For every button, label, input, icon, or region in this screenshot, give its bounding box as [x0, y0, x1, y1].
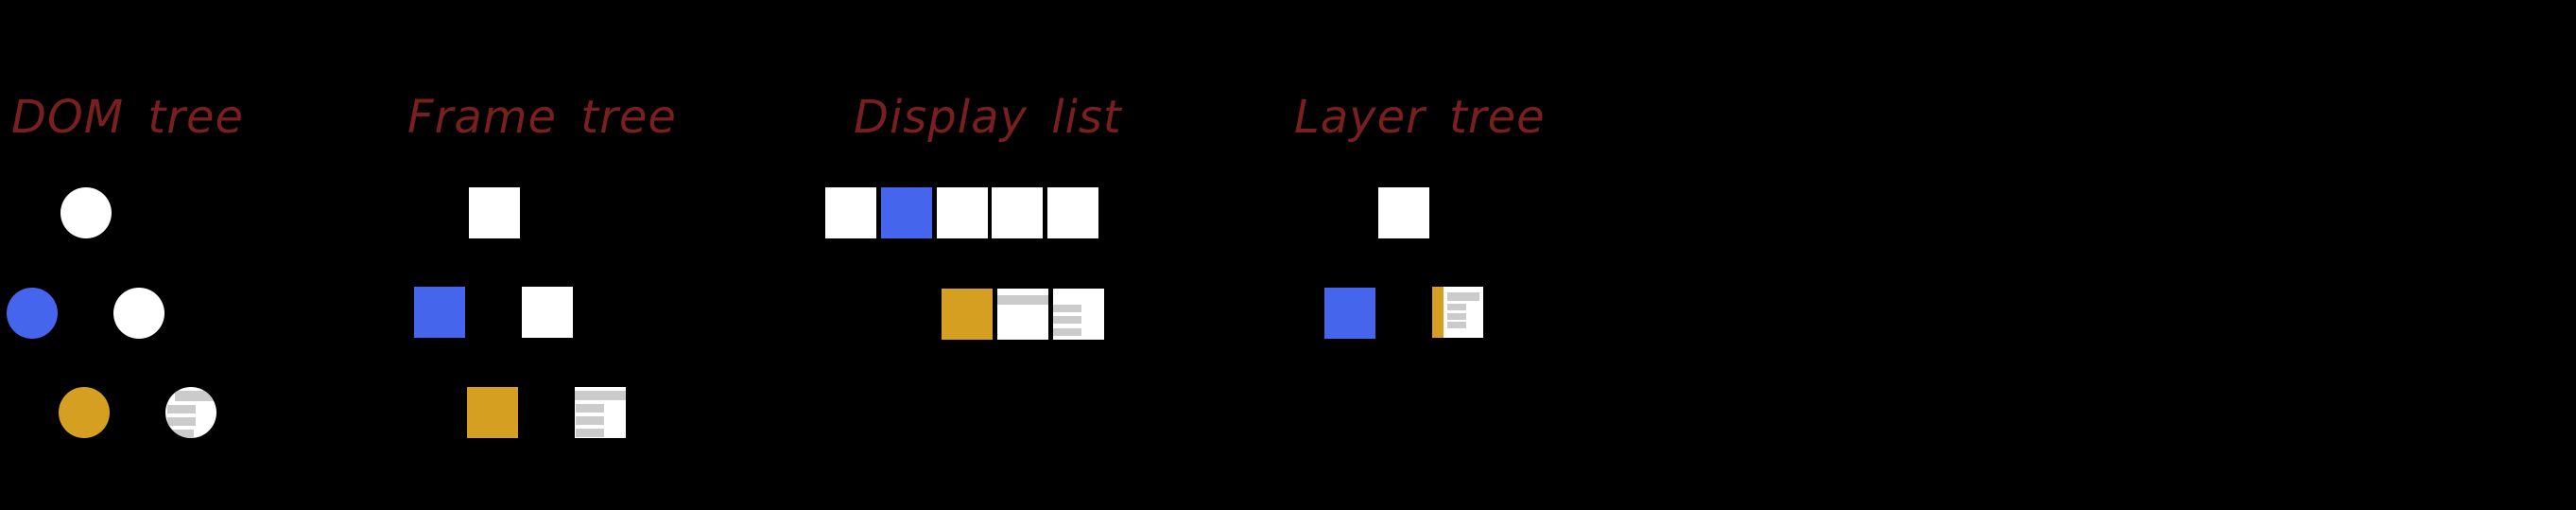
display-item-white-square: [937, 187, 988, 238]
text-line: [576, 404, 604, 413]
text-line: [1053, 305, 1081, 312]
frame-orange-node-square: [467, 387, 518, 438]
text-line: [175, 391, 216, 401]
frame-root-node-square: [469, 187, 520, 238]
display-list-label: Display list: [854, 91, 1122, 144]
text-line: [167, 430, 194, 438]
text-line: [1447, 313, 1466, 320]
frame-text-node-square: [575, 387, 626, 438]
display-item-text-heading-square: [997, 289, 1048, 340]
frame-tree-label: Frame tree: [407, 91, 677, 144]
display-item-text-lines-square: [1053, 289, 1104, 340]
text-line: [575, 391, 626, 400]
dom-white-node-circle: [113, 288, 164, 339]
frame-white-node-square: [522, 287, 573, 338]
text-line: [167, 417, 196, 426]
dom-tree-label: DOM tree: [11, 91, 245, 144]
frame-blue-node-square: [414, 287, 465, 338]
text-line: [1447, 304, 1466, 310]
display-item-white-square: [1047, 187, 1098, 238]
dom-blue-node-circle: [7, 288, 58, 339]
text-line: [576, 416, 604, 425]
text-line: [1447, 292, 1479, 301]
text-line: [997, 295, 1048, 305]
dom-orange-node-circle: [59, 387, 110, 438]
text-line: [167, 405, 196, 413]
display-item-white-square: [992, 187, 1043, 238]
layer-root-node-square: [1378, 187, 1429, 238]
dom-text-node-circle: [165, 387, 216, 438]
display-item-blue-square: [881, 187, 932, 238]
text-line: [576, 429, 604, 437]
text-line: [1447, 322, 1466, 328]
orange-strip: [1432, 287, 1444, 338]
layer-tree-label: Layer tree: [1294, 91, 1546, 144]
layer-blue-node-square: [1324, 288, 1375, 339]
display-item-white-square: [825, 187, 876, 238]
text-line: [1053, 316, 1081, 324]
dom-root-node-circle: [61, 187, 112, 238]
layer-composited-content-square: [1432, 287, 1483, 338]
display-item-orange-square: [942, 289, 993, 340]
text-line: [1053, 328, 1081, 336]
